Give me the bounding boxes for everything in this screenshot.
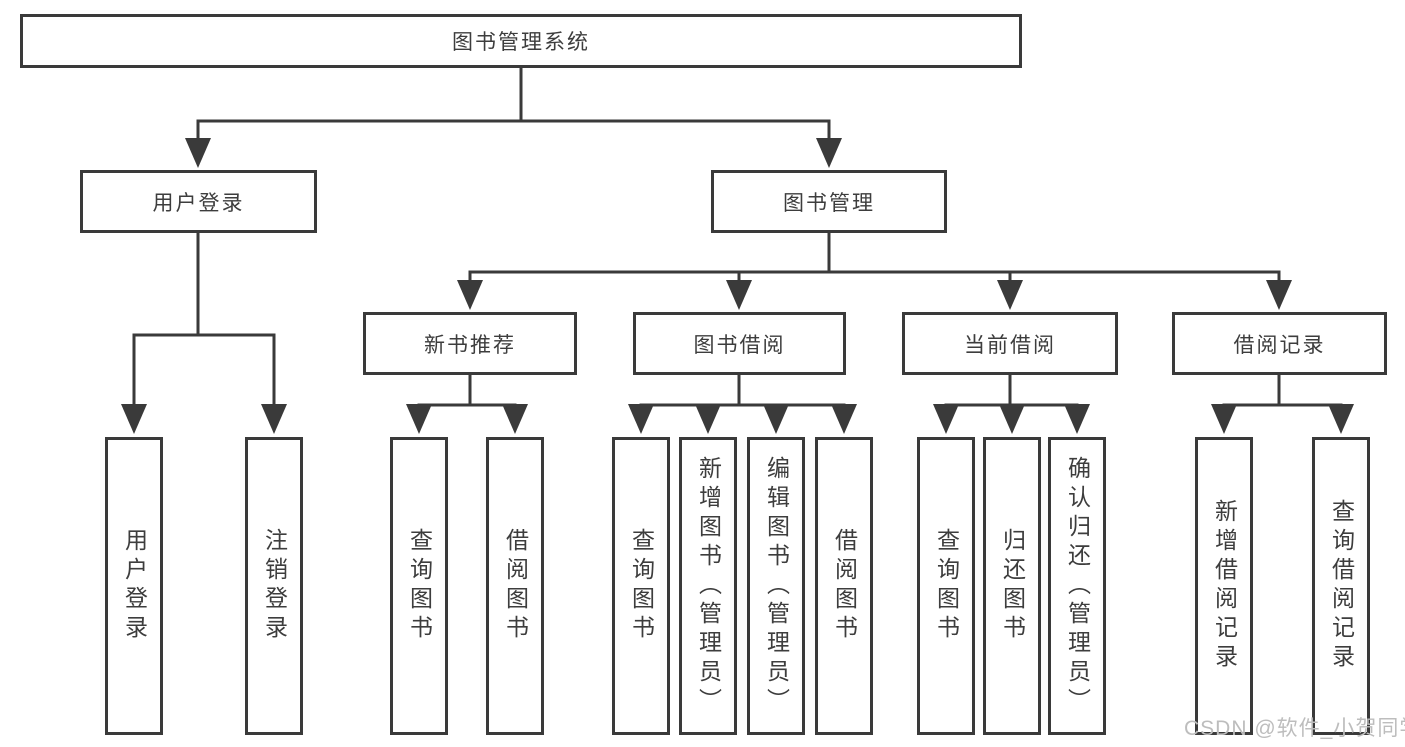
- leaf-borrow-add-books-admin: 新增图书（管理员）: [679, 437, 737, 735]
- leaf-current-confirm-return-admin: 确认归还（管理员）: [1048, 437, 1106, 735]
- leaf-label: 编辑图书（管理员）: [763, 455, 790, 717]
- leaf-label: 注销登录: [261, 528, 288, 644]
- leaf-current-return-books: 归还图书: [983, 437, 1041, 735]
- leaf-label: 查询图书: [628, 528, 655, 644]
- leaf-current-query-books: 查询图书: [917, 437, 975, 735]
- leaf-label: 新增借阅记录: [1211, 499, 1238, 673]
- node-label: 新书推荐: [424, 333, 516, 357]
- leaf-records-query-record: 查询借阅记录: [1312, 437, 1370, 735]
- node-current-borrowing: 当前借阅: [902, 312, 1118, 375]
- leaf-user-login: 用户登录: [105, 437, 163, 735]
- node-label: 当前借阅: [964, 333, 1056, 357]
- leaf-label: 借阅图书: [502, 528, 529, 644]
- node-label: 图书借阅: [693, 333, 786, 357]
- node-borrowing-records: 借阅记录: [1172, 312, 1387, 375]
- node-library-management-system: 图书管理系统: [20, 14, 1022, 68]
- node-user-login: 用户登录: [80, 170, 317, 233]
- leaf-label: 查询借阅记录: [1328, 499, 1355, 673]
- leaf-label: 归还图书: [999, 528, 1026, 644]
- leaf-recommend-borrow-books: 借阅图书: [486, 437, 544, 735]
- leaf-borrow-query-books: 查询图书: [612, 437, 670, 735]
- leaf-label: 确认归还（管理员）: [1064, 455, 1091, 717]
- node-book-management: 图书管理: [711, 170, 947, 233]
- leaf-borrow-borrow-books: 借阅图书: [815, 437, 873, 735]
- leaf-borrow-edit-books-admin: 编辑图书（管理员）: [747, 437, 805, 735]
- leaf-label: 查询图书: [933, 528, 960, 644]
- leaf-label: 用户登录: [121, 528, 148, 644]
- leaf-label: 借阅图书: [831, 528, 858, 644]
- leaf-recommend-query-books: 查询图书: [390, 437, 448, 735]
- node-book-borrowing: 图书借阅: [633, 312, 846, 375]
- node-label: 借阅记录: [1233, 333, 1326, 357]
- leaf-label: 新增图书（管理员）: [695, 455, 722, 717]
- arrowheads: [121, 138, 1354, 434]
- node-label: 图书管理: [783, 191, 875, 215]
- node-new-book-recommendation: 新书推荐: [363, 312, 577, 375]
- node-label: 图书管理系统: [452, 31, 590, 54]
- leaf-label: 查询图书: [406, 528, 433, 644]
- leaf-records-add-record: 新增借阅记录: [1195, 437, 1253, 735]
- csdn-watermark: CSDN @软件_小贺同学: [1184, 717, 1405, 740]
- node-label: 用户登录: [152, 191, 245, 215]
- leaf-logout-login: 注销登录: [245, 437, 303, 735]
